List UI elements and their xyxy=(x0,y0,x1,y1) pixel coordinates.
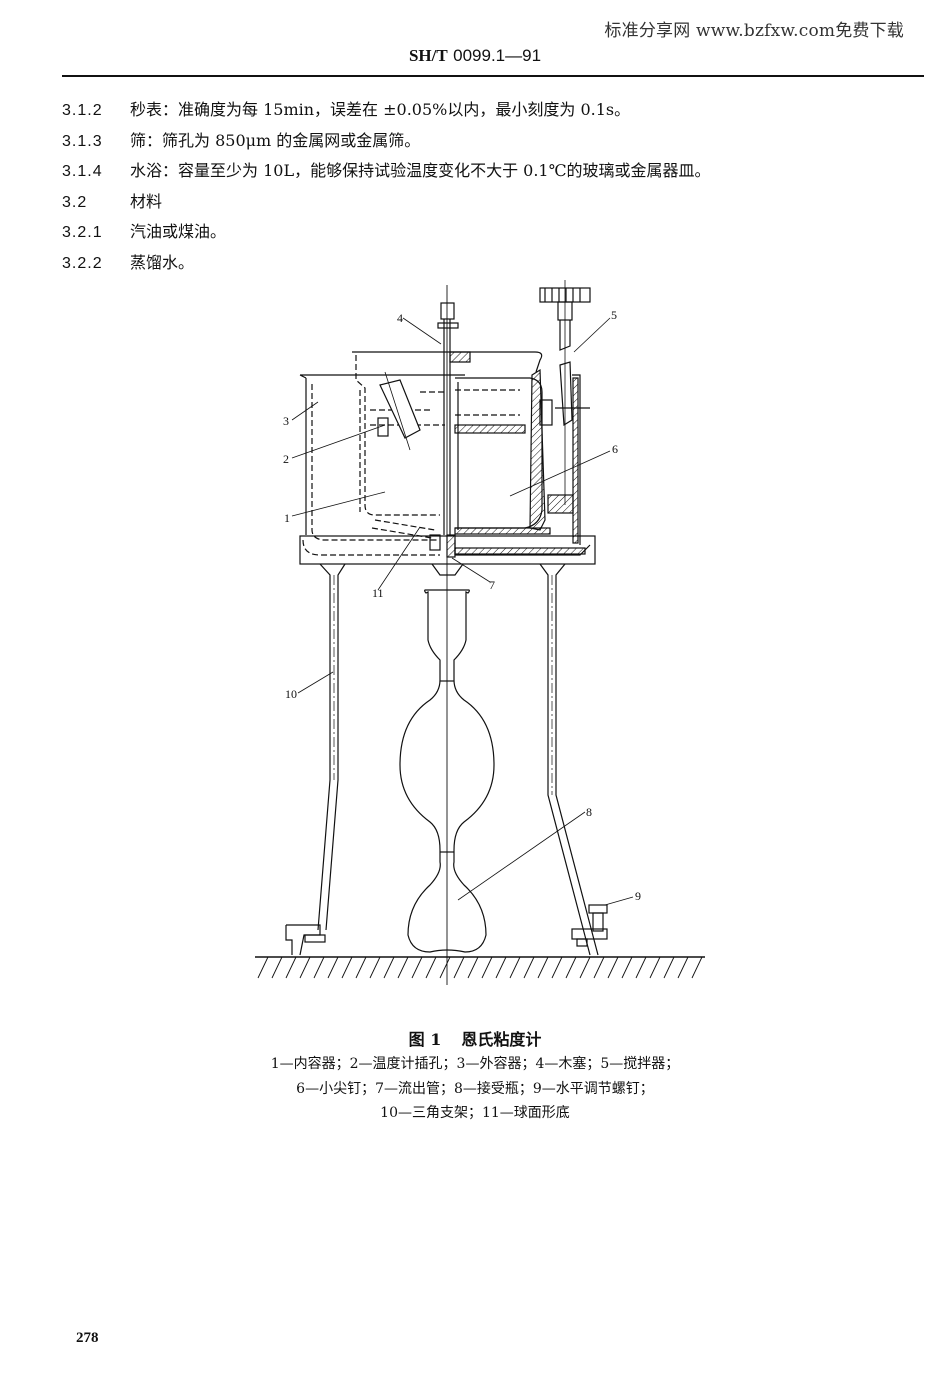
standard-number: 0099.1—91 xyxy=(453,46,542,65)
callout-4: 4 xyxy=(397,311,403,325)
clause-text: 汽油或煤油。 xyxy=(130,222,227,241)
clause-list: 3.1.2 秒表：准确度为每 15min，误差在 ±0.05%以内，最小刻度为 0… xyxy=(62,95,711,278)
clause-3-2-1: 3.2.1 汽油或煤油。 xyxy=(62,217,711,248)
legend-line: 6—小尖钉；7—流出管；8—接受瓶；9—水平调节螺钉； xyxy=(296,1080,654,1097)
figure-legend: 1—内容器；2—温度计插孔；3—外容器；4—木塞；5—搅拌器； 6—小尖钉；7—… xyxy=(0,1052,950,1126)
standard-code: SH/T 0099.1—91 xyxy=(0,46,950,66)
figure-number: 图 1 xyxy=(408,1030,442,1049)
callout-7: 7 xyxy=(489,578,495,592)
clause-number: 3.1.2 xyxy=(62,102,103,119)
clause-text: 材料 xyxy=(130,191,163,211)
standard-prefix: SH/T xyxy=(408,46,448,65)
legend-line: 1—内容器；2—温度计插孔；3—外容器；4—木塞；5—搅拌器； xyxy=(270,1056,680,1072)
callout-8: 8 xyxy=(586,805,592,819)
clause-text: 秒表：准确度为每 15min，误差在 ±0.05%以内，最小刻度为 0.1s。 xyxy=(130,100,631,119)
clause-3-1-3: 3.1.3 筛：筛孔为 850μm 的金属网或金属筛。 xyxy=(62,126,711,157)
figure-title: 恩氏粘度计 xyxy=(461,1030,542,1049)
clause-number: 3.1.4 xyxy=(62,163,103,180)
clause-3-1-4: 3.1.4 水浴：容量至少为 10L，能够保持试验温度变化不大于 0.1℃的玻璃或… xyxy=(62,156,711,187)
clause-number: 3.2 xyxy=(62,193,88,211)
clause-3-2: 3.2 材料 xyxy=(62,187,711,218)
clause-number: 3.1.3 xyxy=(62,132,103,150)
engler-viscometer-diagram: 4 5 3 2 1 6 11 7 10 8 9 xyxy=(250,280,710,1000)
clause-text: 筛：筛孔为 850μm 的金属网或金属筛。 xyxy=(130,130,421,150)
callout-2: 2 xyxy=(283,452,289,466)
watermark: 标准分享网 www.bzfxw.com免费下载 xyxy=(604,21,904,41)
callout-9: 9 xyxy=(635,889,641,903)
clause-3-1-2: 3.1.2 秒表：准确度为每 15min，误差在 ±0.05%以内，最小刻度为 0… xyxy=(62,95,711,126)
callout-5: 5 xyxy=(611,308,617,322)
clause-text: 蒸馏水。 xyxy=(130,252,195,272)
clause-number: 3.2.2 xyxy=(62,254,103,272)
clause-number: 3.2.1 xyxy=(62,224,103,241)
callout-6: 6 xyxy=(612,442,618,456)
figure-caption: 图 1 恩氏粘度计 xyxy=(0,1026,950,1050)
callout-10: 10 xyxy=(285,687,297,701)
callout-1: 1 xyxy=(284,511,290,525)
clause-3-2-2: 3.2.2 蒸馏水。 xyxy=(62,248,711,279)
legend-line: 10—三角支架；11—球面形底 xyxy=(380,1105,570,1121)
clause-text: 水浴：容量至少为 10L，能够保持试验温度变化不大于 0.1℃的玻璃或金属器皿。 xyxy=(130,161,711,180)
callout-11: 11 xyxy=(372,586,384,600)
callout-3: 3 xyxy=(283,414,289,428)
page-number: 278 xyxy=(76,1330,99,1346)
header-rule xyxy=(62,75,924,77)
